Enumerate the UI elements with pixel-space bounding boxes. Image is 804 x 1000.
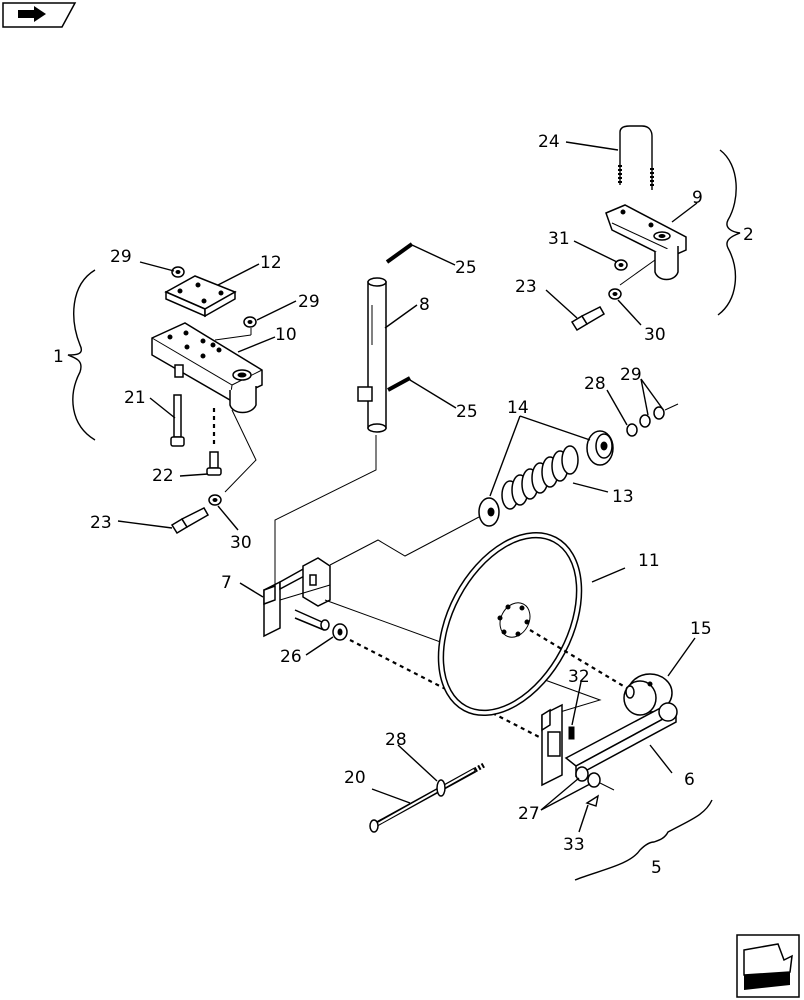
bracket-9 [605,204,687,281]
frame-7 [263,557,331,638]
washer-28-a [626,423,638,437]
label-7: 7 [221,573,232,593]
label-33: 33 [563,835,585,855]
brace-2 [717,149,741,316]
label-10: 10 [275,325,297,345]
hub-15 [623,673,673,716]
label-2: 2 [743,225,754,245]
spring-seat-14-a [478,497,500,527]
pin-32 [568,726,575,740]
label-25-b: 25 [456,402,478,422]
label-29-b: 29 [298,292,320,312]
label-30-a: 30 [230,533,252,553]
label-22: 22 [152,466,174,486]
bolt-23-a [170,507,210,535]
label-28-a: 28 [584,374,606,394]
washer-26 [332,623,348,641]
washer-30-a [208,494,222,506]
bracket-10 [151,322,263,414]
label-9: 9 [692,188,703,208]
label-25-a: 25 [455,258,477,278]
shaft-8 [357,277,387,433]
nut-29-c [639,403,679,428]
label-15: 15 [690,619,712,639]
label-29-c: 29 [620,365,642,385]
label-26: 26 [280,647,302,667]
rod-20 [369,762,486,833]
spring-seat-14-b [586,430,614,466]
bolt-21 [170,394,185,447]
label-31: 31 [548,229,570,249]
pin-25-a [385,242,414,264]
label-29-a: 29 [110,247,132,267]
brace-1 [67,269,96,441]
label-24: 24 [538,132,560,152]
washer-30-b [608,288,622,300]
label-12: 12 [260,253,282,273]
label-8: 8 [419,295,430,315]
label-1: 1 [53,347,64,367]
label-5: 5 [651,858,662,878]
u-bolt-24 [618,125,654,190]
book-arrow-icon[interactable] [2,2,77,28]
label-23-a: 23 [90,513,112,533]
pin-25-b [387,376,411,392]
nut-31 [614,259,628,271]
label-30-b: 30 [644,325,666,345]
label-6: 6 [684,770,695,790]
bolt-22 [206,451,222,476]
nut-29-a [171,266,185,278]
disc-11 [437,531,583,717]
label-28-b: 28 [385,730,407,750]
bolt-23-b [570,306,606,332]
plate-12 [164,275,237,318]
next-page-arrow-icon[interactable] [736,934,800,998]
label-32: 32 [568,667,590,687]
washer-27 [575,766,615,791]
label-14: 14 [507,398,529,418]
arm-6 [541,702,678,787]
cotter-pin-33 [585,794,600,807]
brace-5 [574,799,713,881]
label-21: 21 [124,388,146,408]
nut-29-b [243,316,257,328]
label-23-b: 23 [515,277,537,297]
label-27: 27 [518,804,540,824]
label-20: 20 [344,768,366,788]
label-11: 11 [638,551,660,571]
spring-13 [501,445,579,510]
label-13: 13 [612,487,634,507]
